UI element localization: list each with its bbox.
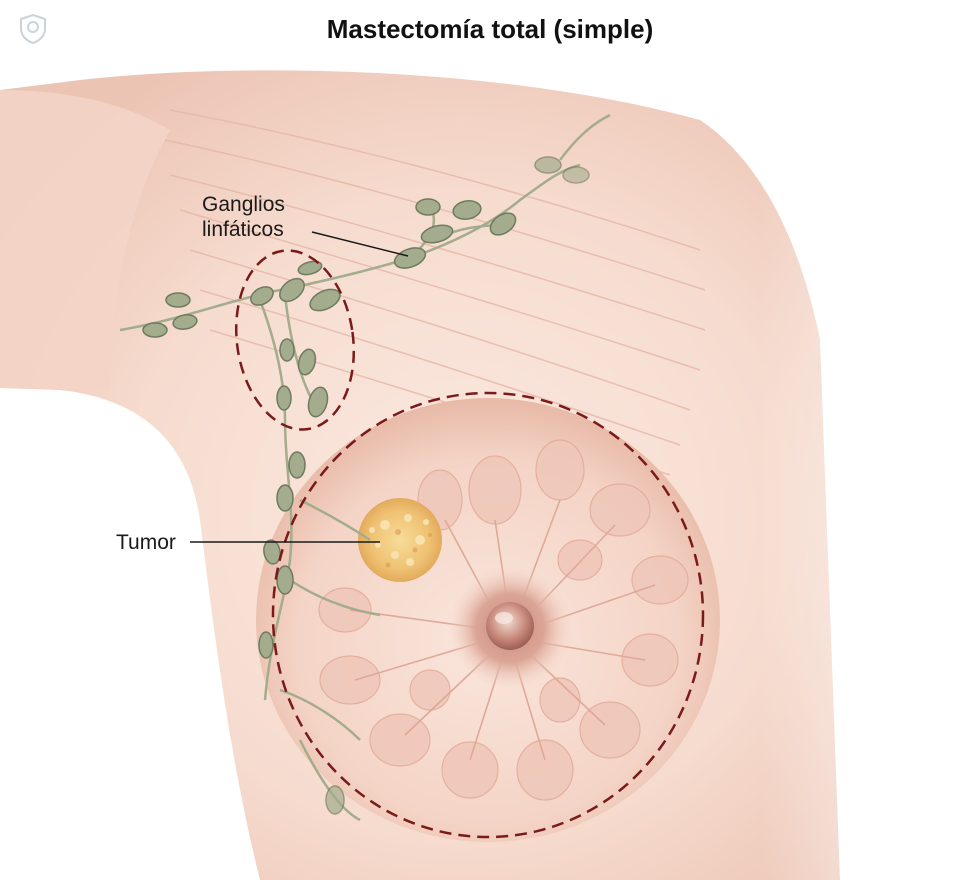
- arm-shape: [0, 90, 170, 390]
- label-tumor: Tumor: [116, 531, 176, 554]
- breast-removal-outline: [271, 391, 705, 839]
- lymph-nodes: [142, 156, 590, 815]
- label-ganglios-linfaticos: Ganglios linfáticos: [202, 192, 285, 242]
- lymph-node-region-outline: [234, 249, 356, 431]
- breast-lobules: [318, 439, 689, 801]
- label-ganglios-line2: linfáticos: [202, 218, 284, 241]
- nipple: [486, 602, 534, 650]
- label-ganglios-line1: Ganglios: [202, 193, 285, 216]
- tumor: [358, 498, 442, 582]
- shield-logo-icon: [20, 13, 46, 45]
- ganglios-leader-line: [311, 231, 409, 257]
- diagram-title: Mastectomía total (simple): [326, 14, 654, 44]
